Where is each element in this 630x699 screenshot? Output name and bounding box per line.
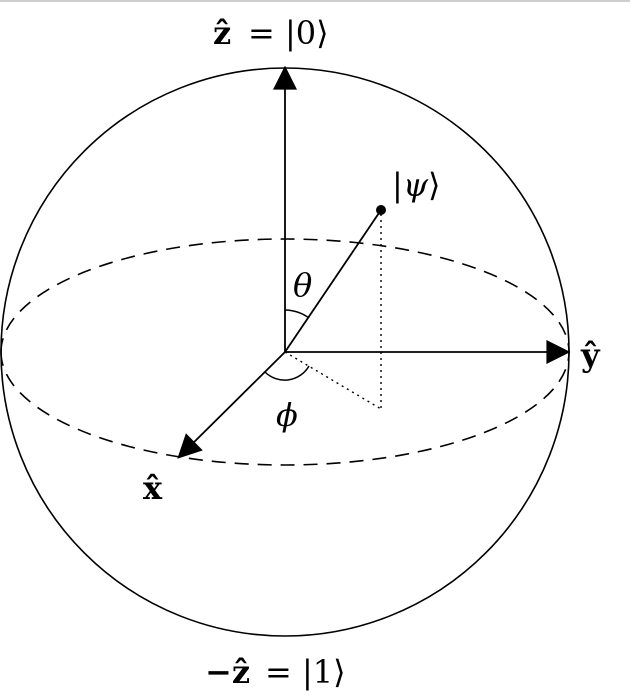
theta-label: θ xyxy=(293,266,312,304)
top-frame-line xyxy=(0,0,630,2)
phi-label: ϕ xyxy=(276,396,298,434)
z-hat-label: ẑ xyxy=(213,14,231,52)
equator-front-dashed xyxy=(0,351,570,466)
y-hat-label: ŷ xyxy=(580,336,601,374)
theta-angle-arc xyxy=(284,309,310,319)
x-hat-label: x̂ xyxy=(143,469,163,507)
equatorial-projection-dotted xyxy=(284,351,382,410)
phi-angle-arc xyxy=(264,365,310,381)
minus-z-hat-label: −ẑ xyxy=(205,653,250,691)
zero-state-label: = |0⟩ xyxy=(248,14,329,52)
x-axis-arrow xyxy=(177,351,286,459)
state-vector-line xyxy=(284,209,382,353)
state-vector-point xyxy=(376,205,386,215)
one-state-label: = |1⟩ xyxy=(265,653,346,691)
psi-ket-close: ⟩ xyxy=(428,166,440,204)
psi-symbol: ψ xyxy=(403,166,429,204)
psi-ket-open: | xyxy=(392,166,403,204)
